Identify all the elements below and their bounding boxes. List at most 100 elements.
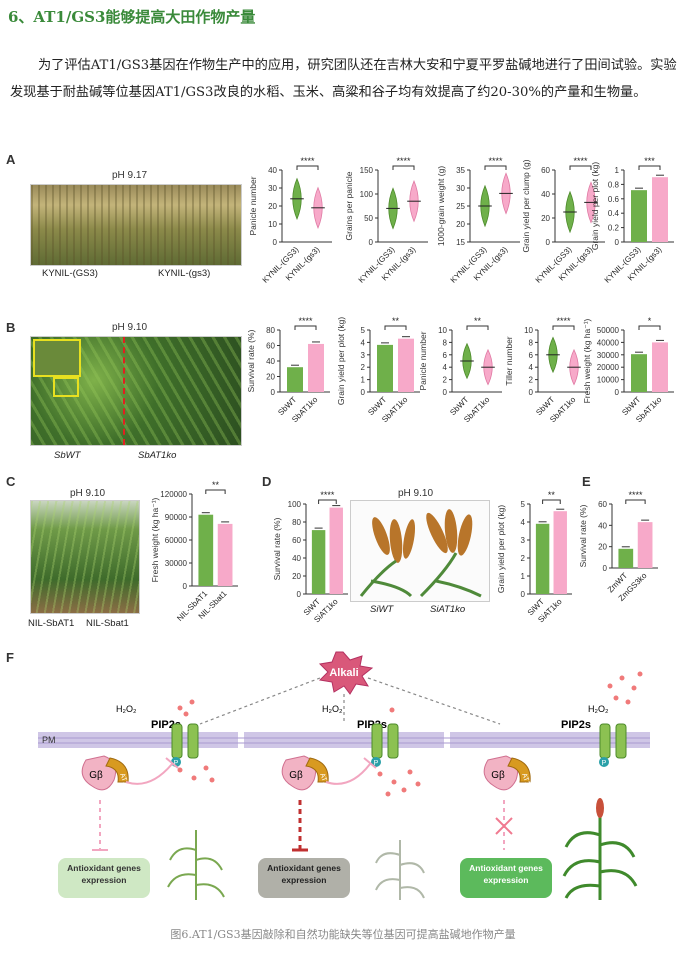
chart-6-sig-bracket xyxy=(294,325,317,330)
chart-14-tick-label-1: 20 xyxy=(598,543,607,552)
chart-2-sig-bracket xyxy=(392,165,415,170)
chart-7-tick-label-1: 1 xyxy=(361,376,366,385)
box1-text: Antioxidant genes expression xyxy=(67,863,141,885)
chart-6-tick-label-0: 0 xyxy=(271,388,276,397)
gb-label-1: Gβ xyxy=(89,770,103,781)
inset-zoom-box xyxy=(33,339,81,377)
panel-label-e: E xyxy=(582,474,591,489)
sorghum-field-photo xyxy=(30,336,242,446)
millet-panicles-drawing xyxy=(359,509,482,598)
maize-field-photo xyxy=(30,500,140,614)
at1-label-3: AT1 xyxy=(520,772,531,786)
h2o2-label-2: H₂O₂ xyxy=(322,704,343,714)
chart-1-tick-label-1: 10 xyxy=(268,220,277,229)
chart-7-sig-label: ** xyxy=(392,316,400,326)
chart-2-ylabel: Grains per panicle xyxy=(344,171,354,240)
photo-a-right-caption: KYNIL-(gs3) xyxy=(158,268,211,279)
chart-9-tick-label-2: 4 xyxy=(529,363,534,372)
chart-13-tick-label-0: 0 xyxy=(521,590,526,599)
phospho-label-3: P xyxy=(602,760,607,767)
chart-11-tick-label-1: 30000 xyxy=(165,559,188,568)
chart-7-tick-label-4: 4 xyxy=(361,338,366,347)
mechanism-diagram: Alkali PM PIP2s PIP2s PIP2s H₂O₂ H₂O₂ H₂… xyxy=(38,651,650,900)
chart-5-ylabel: Grain yield per plot (kg) xyxy=(590,162,600,251)
chart-9-ylabel: Tiller number xyxy=(504,336,514,385)
plant-icon-2 xyxy=(375,840,425,900)
chart-10-tick-label-4: 40000 xyxy=(597,338,620,347)
chart-10-sig-bracket xyxy=(638,325,661,330)
chart-4-tick-label-0: 0 xyxy=(546,238,551,247)
panel-label-d: D xyxy=(262,474,272,489)
chart-8-tick-label-3: 6 xyxy=(443,351,448,360)
chart-8-sig-bracket xyxy=(466,325,489,330)
complex-2 xyxy=(281,755,329,791)
chart-6-tick-label-2: 40 xyxy=(266,357,275,366)
phospho-dot-3 xyxy=(599,757,609,767)
antioxidant-box-2 xyxy=(258,858,350,898)
channel-2b xyxy=(387,723,399,759)
antioxidant-box-3 xyxy=(460,858,552,898)
chart-13-sig-bracket xyxy=(542,499,561,504)
ph-label-d: pH 9.10 xyxy=(398,488,434,499)
channel-2a xyxy=(371,723,383,759)
ph-label-a: pH 9.17 xyxy=(112,170,148,181)
chart-14-bar-1 xyxy=(618,548,634,568)
chart-1-tick-label-0: 0 xyxy=(273,238,278,247)
chart-10-tick-label-3: 30000 xyxy=(597,351,620,360)
chart-4-sig-label: **** xyxy=(573,156,588,166)
chart-2-tick-label-1: 50 xyxy=(364,214,373,223)
chart-6-sig-label: **** xyxy=(298,316,313,326)
chart-6-bar-2 xyxy=(308,343,324,392)
tassel-icon xyxy=(596,798,604,818)
chart-11-tick-label-3: 90000 xyxy=(165,513,188,522)
chart-1-sig-label: **** xyxy=(300,156,315,166)
chart-13-tick-label-1: 1 xyxy=(521,572,526,581)
chart-11-tick-label-2: 60000 xyxy=(165,536,188,545)
panel-label-a: A xyxy=(6,152,16,167)
chart-8-tick-label-4: 8 xyxy=(443,338,448,347)
at1-label-1: AT1 xyxy=(118,772,129,786)
at1-label-2: AT1 xyxy=(318,772,329,786)
chart-7-tick-label-5: 5 xyxy=(361,326,366,335)
cross-icon xyxy=(495,817,513,835)
chart-7-bar-2 xyxy=(398,338,414,392)
divider-line xyxy=(123,337,125,445)
chart-5-tick-label-4: 0.8 xyxy=(608,180,620,189)
chart-11-sig-label: ** xyxy=(212,480,220,490)
chart-2-tick-label-3: 150 xyxy=(360,166,374,175)
panel-label-f: F xyxy=(6,650,14,665)
chart-2-tick-label-0: 0 xyxy=(369,238,374,247)
gb-label-2: Gβ xyxy=(289,770,303,781)
chart-4-tick-label-1: 20 xyxy=(541,214,550,223)
chart-8-sig-label: ** xyxy=(474,316,482,326)
photo-b-right-caption: SbAT1ko xyxy=(138,450,177,461)
chart-3-tick-label-0: 15 xyxy=(456,238,465,247)
pm-label: PM xyxy=(42,735,56,745)
chart-2-tick-label-2: 100 xyxy=(360,190,374,199)
chart-5-tick-label-2: 0.4 xyxy=(608,209,620,218)
chart-10-bar-1 xyxy=(631,354,647,392)
chart-7-tick-label-3: 3 xyxy=(361,351,366,360)
chart-7-sig-bracket xyxy=(384,325,407,330)
chart-10-ylabel: Fresh weight (kg ha⁻¹) xyxy=(582,318,592,403)
chart-6-ylabel: Survival rate (%) xyxy=(246,329,256,392)
chart-3-ylabel: 1000-grain weight (g) xyxy=(436,166,446,246)
chart-7-ylabel: Grain yield per plot (kg) xyxy=(336,317,346,406)
panel-label-b: B xyxy=(6,320,16,335)
chart-9-tick-label-5: 10 xyxy=(524,326,533,335)
chart-3-tick-label-4: 35 xyxy=(456,166,465,175)
phospho-label-2: P xyxy=(374,760,379,767)
chart-10-tick-label-5: 50000 xyxy=(597,326,620,335)
chart-6-bar-1 xyxy=(287,367,303,392)
chart-8-tick-label-2: 4 xyxy=(443,363,448,372)
chart-8-tick-label-0: 0 xyxy=(443,388,448,397)
chart-1-sig-bracket xyxy=(296,165,319,170)
plant-icon-1 xyxy=(167,830,225,900)
chart-14-ylabel: Survival rate (%) xyxy=(578,504,588,567)
chart-5-tick-label-0: 0 xyxy=(615,238,620,247)
chart-7-tick-label-2: 2 xyxy=(361,363,366,372)
chart-12-tick-label-3: 60 xyxy=(292,536,301,545)
chart-1-ylabel: Panicle number xyxy=(248,176,258,235)
photo-c-right-caption: NIL-Sbat1 xyxy=(86,618,129,629)
